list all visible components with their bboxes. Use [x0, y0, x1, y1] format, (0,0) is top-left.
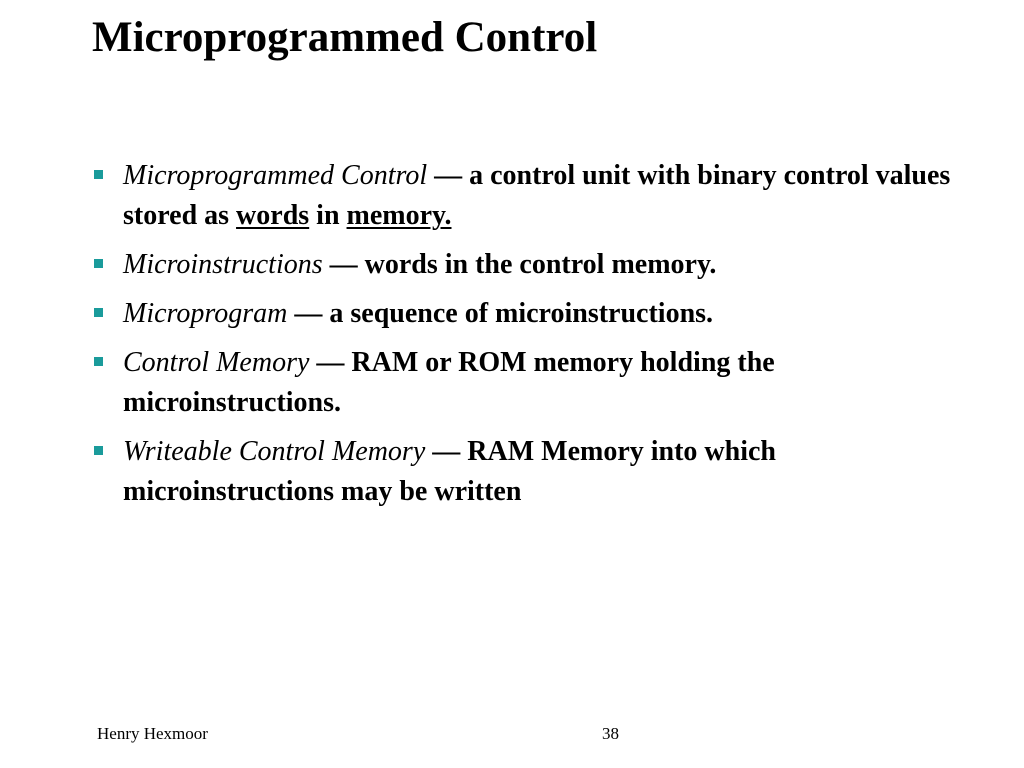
bullet-item-microprogram: Microprogram — a sequence of microinstru… — [92, 294, 952, 334]
page-number: 38 — [602, 724, 619, 743]
bullet-definition: a control unit with binary control value… — [123, 160, 951, 231]
bullet-definition: a sequence of microinstructions. — [329, 298, 714, 329]
square-bullet-icon — [94, 308, 103, 317]
bullet-term: Writeable Control Memory — [123, 436, 426, 467]
bullet-dash: — — [322, 249, 365, 280]
bullet-dash: — — [427, 160, 470, 191]
footer-author: Henry Hexmoor — [97, 724, 208, 743]
memory-link[interactable]: memory. — [346, 200, 452, 231]
bullet-dash: — — [309, 347, 352, 378]
bullet-connector: in — [309, 200, 347, 231]
bullet-dash: — — [287, 298, 330, 329]
bullet-item-microprogrammed-control: Microprogrammed Control — a control unit… — [92, 156, 952, 236]
bullet-item-writeable-control-memory: Writeable Control Memory — RAM Memory in… — [92, 432, 952, 512]
bullet-definition: RAM Memory into which microinstructions … — [123, 436, 776, 507]
bullet-term: Control Memory — [123, 347, 310, 378]
square-bullet-icon — [94, 259, 103, 268]
bullet-definition: RAM or ROM memory holding the microinstr… — [123, 347, 775, 418]
bullet-definition: words in the control memory. — [364, 249, 717, 280]
square-bullet-icon — [94, 170, 103, 179]
bullet-term: Microinstructions — [123, 249, 323, 280]
words-link[interactable]: words — [236, 200, 310, 231]
square-bullet-icon — [94, 357, 103, 366]
bullet-list: Microprogrammed Control — a control unit… — [92, 156, 952, 521]
bullet-term: Microprogrammed Control — [123, 160, 428, 191]
bullet-dash: — — [425, 436, 468, 467]
square-bullet-icon — [94, 446, 103, 455]
bullet-item-control-memory: Control Memory — RAM or ROM memory holdi… — [92, 343, 952, 423]
bullet-term: Microprogram — [123, 298, 288, 329]
slide-title: Microprogrammed Control — [92, 14, 598, 61]
bullet-item-microinstructions: Microinstructions — words in the control… — [92, 245, 952, 285]
